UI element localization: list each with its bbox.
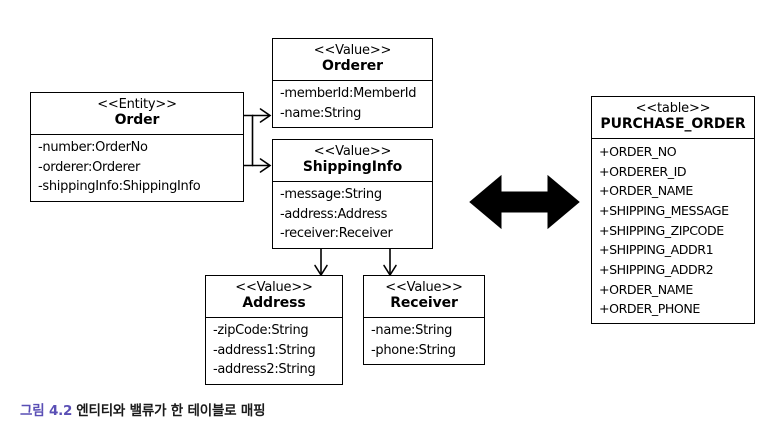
uml-class-receiver-name: Receiver	[390, 295, 458, 312]
uml-class-order-attributes: -number:OrderNo -orderer:Orderer -shippi…	[31, 135, 243, 201]
model-to-table-mapping-arrow	[469, 174, 580, 230]
uml-table-purchase-order-name: PURCHASE_ORDER	[600, 116, 746, 133]
uml-attribute: -zipCode:String	[213, 322, 309, 338]
uml-class-shippinginfo-name: ShippingInfo	[302, 159, 403, 176]
uml-class-order-stereotype: <<Entity>>	[97, 97, 177, 112]
uml-attribute: -address1:String	[213, 342, 316, 358]
uml-attribute: -shippingInfo:ShippingInfo	[38, 179, 201, 195]
uml-attribute: -orderer:Orderer	[38, 159, 141, 175]
uml-class-shippinginfo-stereotype: <<Value>>	[313, 144, 392, 159]
uml-class-receiver-header: <<Value>> Receiver	[364, 276, 484, 318]
uml-table-purchase-order-stereotype: <<table>>	[635, 101, 711, 116]
uml-table-purchase-order-columns: +ORDER_NO +ORDERER_ID +ORDER_NAME +SHIPP…	[592, 139, 754, 323]
uml-class-orderer: <<Value>> Orderer -memberId:MemberId -na…	[272, 38, 433, 129]
uml-table-purchase-order: <<table>> PURCHASE_ORDER +ORDER_NO +ORDE…	[591, 96, 755, 325]
uml-attribute: -address:Address	[280, 206, 388, 222]
uml-class-receiver-stereotype: <<Value>>	[385, 280, 463, 295]
uml-class-address-attributes: -zipCode:String -address1:String -addres…	[206, 318, 342, 384]
uml-class-address: <<Value>> Address -zipCode:String -addre…	[205, 275, 343, 386]
uml-class-address-header: <<Value>> Address	[206, 276, 342, 318]
order-to-orderer-arrowhead	[259, 108, 272, 123]
uml-attribute: -name:String	[371, 322, 453, 338]
uml-class-receiver-attributes: -name:String -phone:String	[364, 318, 484, 365]
uml-class-orderer-header: <<Value>> Orderer	[273, 39, 432, 81]
uml-attribute: -memberId:MemberId	[280, 85, 417, 101]
table-column: +SHIPPING_ADDR1	[599, 242, 714, 258]
uml-class-order: <<Entity>> Order -number:OrderNo -ordere…	[30, 92, 244, 203]
uml-class-shippinginfo-header: <<Value>> ShippingInfo	[273, 140, 432, 182]
uml-attribute: -message:String	[280, 186, 382, 202]
uml-class-shippinginfo: <<Value>> ShippingInfo -message:String -…	[272, 139, 433, 250]
uml-class-orderer-attributes: -memberId:MemberId -name:String	[273, 81, 432, 128]
uml-attribute: -name:String	[280, 105, 362, 121]
uml-table-purchase-order-header: <<table>> PURCHASE_ORDER	[592, 97, 754, 139]
figure-caption-text: 엔티티와 밸류가 한 테이블로 매핑	[76, 403, 266, 419]
table-column: +ORDER_PHONE	[599, 301, 700, 317]
uml-class-order-header: <<Entity>> Order	[31, 93, 243, 135]
order-branch-trunk	[243, 114, 254, 167]
uml-attribute: -phone:String	[371, 342, 456, 358]
uml-attribute: -address2:String	[213, 362, 316, 378]
table-column: +SHIPPING_MESSAGE	[599, 202, 729, 218]
uml-class-order-name: Order	[114, 112, 160, 129]
table-column: +ORDERER_ID	[599, 163, 687, 179]
uml-class-orderer-name: Orderer	[322, 58, 383, 75]
order-to-shippinginfo-arrowhead	[259, 158, 272, 173]
table-column: +ORDER_NAME	[599, 281, 693, 297]
uml-class-orderer-stereotype: <<Value>>	[313, 43, 392, 58]
uml-class-shippinginfo-attributes: -message:String -address:Address -receiv…	[273, 182, 432, 248]
uml-class-receiver: <<Value>> Receiver -name:String -phone:S…	[363, 275, 485, 366]
uml-class-address-stereotype: <<Value>>	[235, 280, 313, 295]
table-column: +ORDER_NAME	[599, 183, 693, 199]
uml-class-address-name: Address	[242, 295, 306, 312]
figure-number: 그림 4.2	[20, 403, 73, 419]
uml-attribute: -number:OrderNo	[38, 139, 148, 155]
table-column: +ORDER_NO	[599, 143, 677, 159]
table-column: +SHIPPING_ADDR2	[599, 262, 714, 278]
uml-attribute: -receiver:Receiver	[280, 226, 393, 242]
table-column: +SHIPPING_ZIPCODE	[599, 222, 724, 238]
